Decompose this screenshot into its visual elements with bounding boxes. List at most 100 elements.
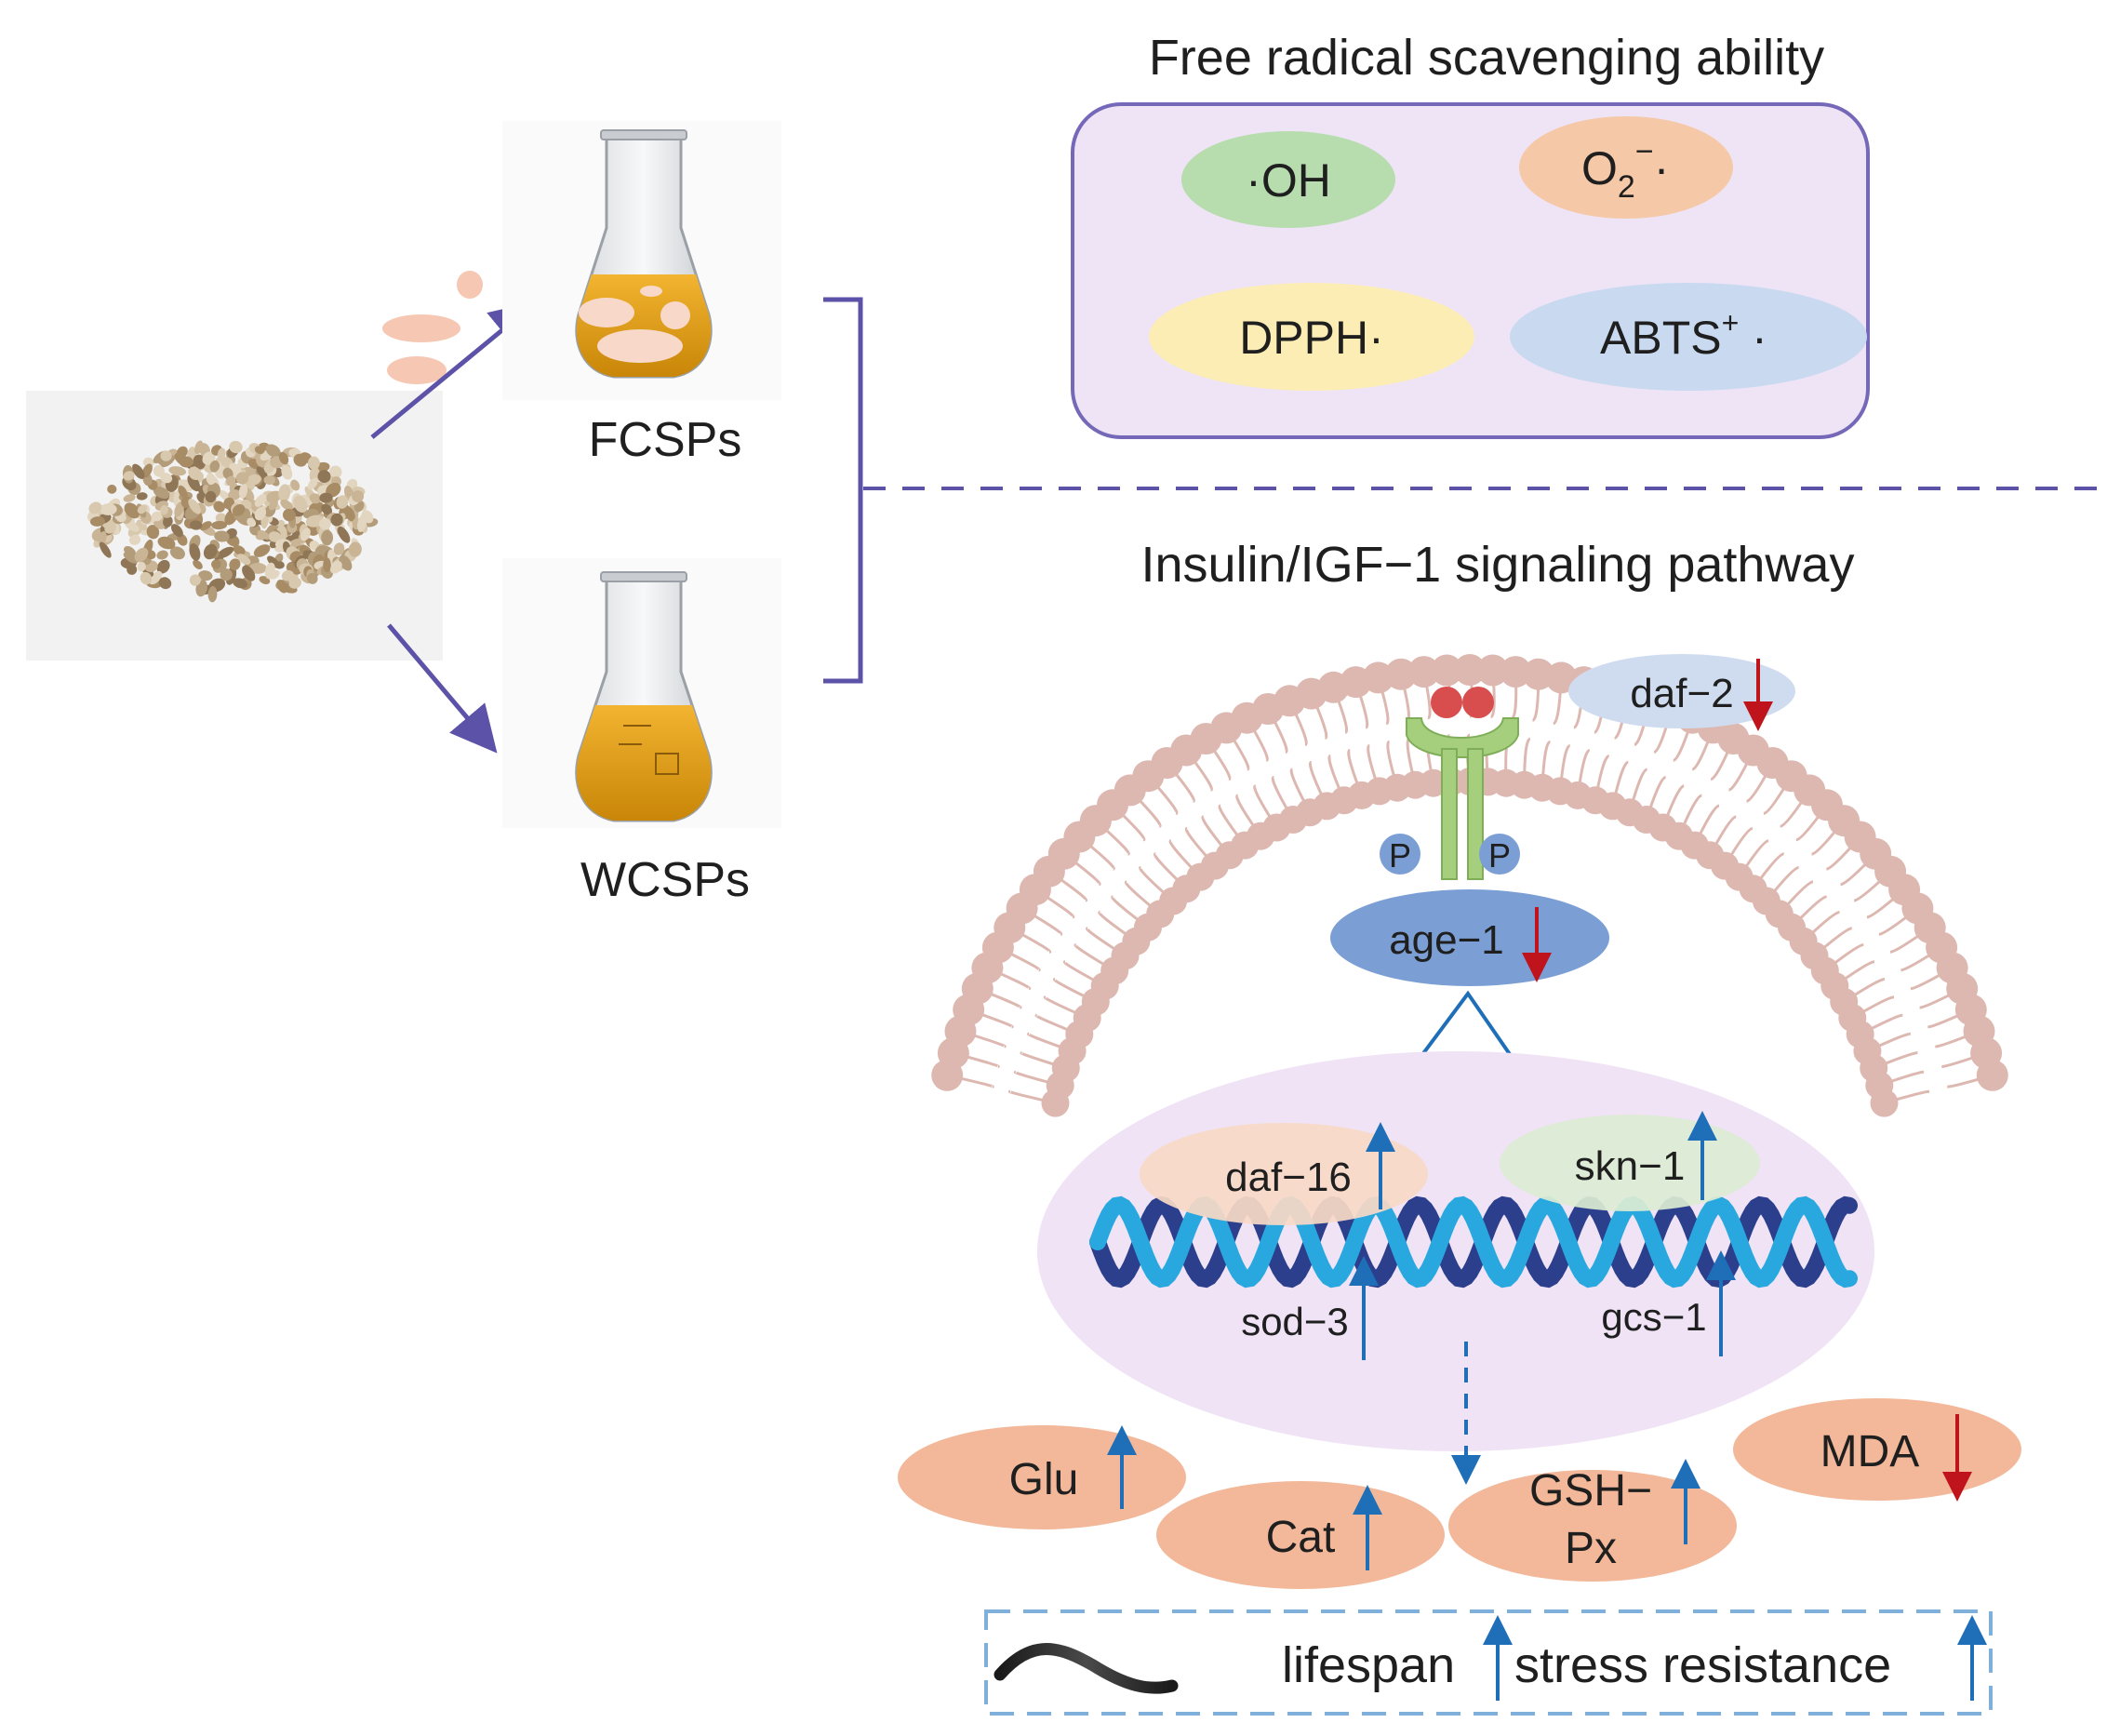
- ligand-dot: [1462, 687, 1494, 718]
- seed: [265, 490, 282, 503]
- seed: [288, 577, 301, 589]
- seed: [170, 524, 183, 538]
- radical-abts-label: ABTS+ ·: [1600, 306, 1767, 364]
- seed: [160, 473, 173, 484]
- seed: [190, 520, 203, 530]
- seed: [174, 501, 185, 517]
- seed: [107, 484, 117, 494]
- seed-pile-icon: [87, 440, 379, 603]
- seed: [99, 541, 112, 558]
- skn1-node: skn−1: [1500, 1111, 1760, 1211]
- seed: [163, 515, 173, 527]
- radical-dpph: DPPH·: [1149, 283, 1474, 391]
- seed: [267, 555, 280, 568]
- seed: [217, 447, 226, 460]
- seed: [127, 564, 138, 575]
- radical-superoxide: O2−·: [1519, 116, 1733, 219]
- seed: [213, 501, 225, 513]
- skn1-label: skn−1: [1575, 1143, 1686, 1189]
- seed: [238, 483, 248, 500]
- seed: [307, 456, 320, 470]
- phospho-icon: [1479, 834, 1520, 875]
- seed: [153, 486, 169, 500]
- seed: [263, 475, 275, 486]
- seed: [205, 490, 217, 503]
- seed: [100, 503, 117, 515]
- seed: [247, 517, 257, 527]
- seed: [136, 492, 148, 501]
- seed: [336, 495, 349, 509]
- seed: [278, 484, 291, 502]
- seed: [357, 514, 367, 532]
- seed: [228, 489, 242, 501]
- seed: [278, 451, 289, 465]
- radical-oh-label: ·OH: [1246, 154, 1331, 207]
- seed: [352, 490, 365, 502]
- seed: [214, 530, 230, 542]
- seed: [229, 558, 241, 571]
- radical-oh: ·OH: [1181, 131, 1395, 228]
- seed: [265, 444, 281, 458]
- insulin-receptor-icon: P P: [1380, 687, 1520, 880]
- seed: [276, 580, 288, 594]
- seed: [236, 554, 251, 565]
- stress-resistance-label: stress resistance: [1514, 1637, 1891, 1693]
- seed: [160, 455, 176, 468]
- seed: [149, 570, 163, 585]
- seed: [215, 513, 228, 524]
- seed: [217, 546, 234, 559]
- wcsps-label: WCSPs: [580, 853, 750, 907]
- seed: [323, 557, 331, 573]
- enzyme-cat-label: Cat: [1266, 1513, 1336, 1562]
- seed: [128, 534, 141, 545]
- bracket: [823, 297, 863, 684]
- seed: [319, 492, 333, 503]
- gcs1-label: gcs−1: [1601, 1295, 1706, 1339]
- seed: [281, 465, 293, 480]
- seed: [178, 485, 188, 499]
- seed: [280, 499, 294, 511]
- seed: [89, 516, 105, 527]
- ligand-dot: [1431, 687, 1462, 718]
- seed: [254, 493, 267, 507]
- seed: [287, 538, 303, 548]
- lifespan-label: lifespan: [1282, 1637, 1455, 1693]
- seed: [160, 505, 168, 515]
- seed: [211, 520, 228, 530]
- seed: [233, 578, 247, 589]
- seed: [242, 565, 256, 581]
- seed: [198, 570, 213, 581]
- seed: [300, 527, 311, 541]
- enzyme-glu: Glu: [898, 1425, 1186, 1529]
- seed: [307, 477, 318, 490]
- seed: [330, 513, 343, 527]
- radical-superoxide-label: O2−·: [1581, 134, 1669, 205]
- seed: [211, 559, 221, 569]
- seed: [246, 474, 261, 486]
- seed: [141, 463, 153, 478]
- age1-label: age−1: [1389, 917, 1504, 963]
- seed: [134, 547, 149, 563]
- worm-icon: [993, 1643, 1179, 1694]
- seed: [307, 572, 318, 584]
- seed: [209, 460, 220, 473]
- seed: [123, 552, 139, 564]
- daf16-label: daf−16: [1225, 1155, 1352, 1200]
- phospho-icon: [1380, 834, 1420, 875]
- enzyme-mda: MDA: [1733, 1398, 2021, 1502]
- seed: [168, 466, 186, 476]
- seed: [264, 562, 275, 580]
- cell-membrane: [931, 654, 2008, 1117]
- phospho-label: P: [1389, 836, 1411, 875]
- fcsps-label: FCSPs: [589, 413, 742, 467]
- seed: [140, 571, 153, 585]
- seed: [329, 560, 342, 574]
- seed: [160, 450, 172, 461]
- seed: [132, 463, 145, 479]
- seed: [169, 546, 185, 560]
- seed: [225, 475, 236, 487]
- seed: [203, 543, 218, 560]
- seed: [220, 568, 233, 581]
- seed: [137, 561, 146, 572]
- seed: [157, 536, 176, 550]
